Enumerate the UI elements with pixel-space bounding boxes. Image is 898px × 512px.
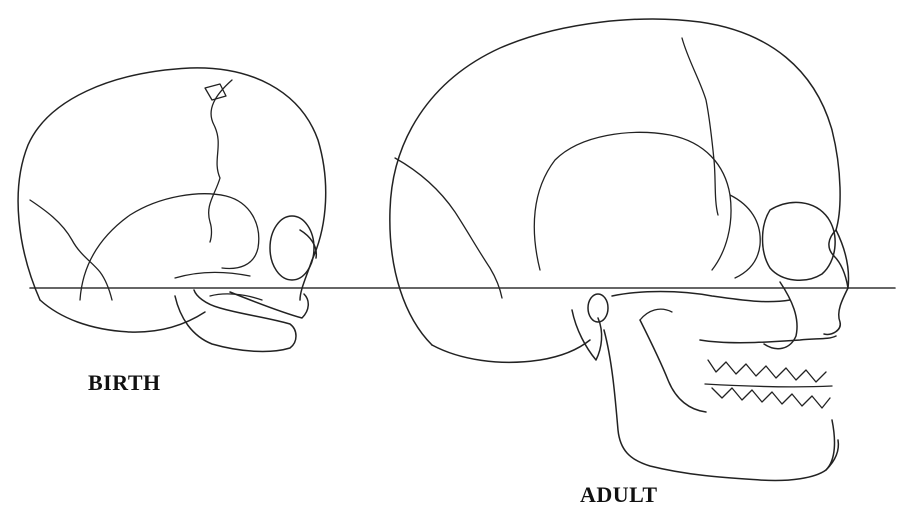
infant-coronal-suture: [209, 80, 232, 242]
adult-label: ADULT: [580, 482, 658, 508]
adult-zygomatic-arch: [612, 292, 790, 302]
adult-zygoma: [764, 282, 797, 349]
adult-skull: [390, 19, 849, 480]
adult-orbit: [763, 202, 836, 280]
infant-skull: [18, 68, 326, 352]
adult-upper-teeth: [708, 360, 826, 382]
adult-lower-teeth: [712, 388, 830, 408]
adult-cranium-outline: [390, 19, 849, 345]
adult-mandible-ramus: [640, 320, 706, 412]
adult-teeth-line: [705, 384, 832, 387]
adult-maxilla: [700, 336, 836, 343]
infant-zygomatic-arch: [210, 294, 262, 300]
adult-sphenoid: [730, 195, 760, 278]
adult-chin: [826, 440, 838, 470]
infant-cranium-outline: [18, 68, 326, 300]
adult-mandible: [604, 330, 834, 481]
infant-temporal-line: [175, 272, 250, 278]
infant-maxilla: [230, 292, 308, 318]
adult-coronoid: [640, 309, 672, 320]
adult-mastoid: [572, 310, 602, 360]
birth-label: BIRTH: [88, 370, 161, 396]
infant-fontanelle: [205, 84, 226, 100]
infant-occipital-contour: [40, 300, 205, 332]
infant-lambdoid-suture: [30, 200, 112, 300]
adult-occipital-contour: [432, 340, 590, 362]
adult-lambdoid-suture: [395, 158, 502, 298]
adult-coronal-suture: [682, 38, 718, 215]
infant-mandible: [175, 290, 296, 351]
adult-nasal: [824, 288, 848, 334]
adult-temporal-squama: [534, 132, 731, 270]
infant-orbit: [270, 216, 314, 280]
